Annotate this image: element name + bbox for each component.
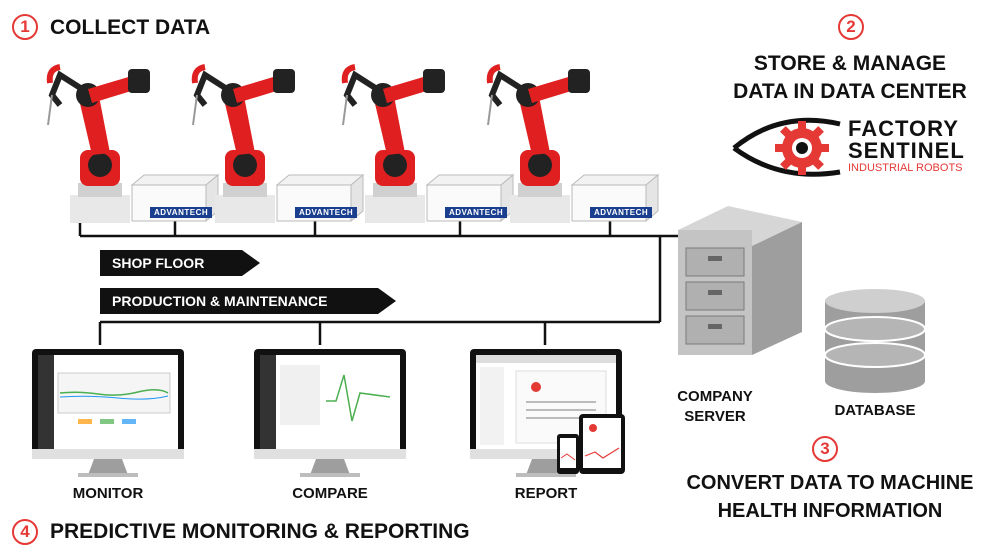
robot-station-3: [335, 55, 515, 225]
step-3-title-line1: CONVERT DATA TO MACHINE: [686, 472, 974, 494]
step-3-number: 3: [812, 436, 838, 462]
step-1-title: COLLECT DATA: [50, 16, 211, 39]
logo-line2: SENTINEL: [848, 138, 965, 163]
database-icon: [824, 289, 926, 393]
logo-line3: INDUSTRIAL ROBOTS: [848, 162, 963, 174]
monitor-caption: MONITOR: [72, 485, 144, 502]
advantech-label: ADVANTECH: [590, 207, 653, 218]
compare-screen: [250, 345, 410, 480]
server-icon: [678, 206, 802, 355]
advantech-label: ADVANTECH: [150, 207, 213, 218]
step-2-title-line1: STORE & MANAGE: [753, 52, 947, 75]
eye-gear-icon: [732, 117, 841, 177]
step-4-number: 4: [12, 519, 38, 545]
desktop-monitor-icon: [254, 349, 406, 477]
logo-line1: FACTORY: [848, 116, 959, 141]
report-caption: REPORT: [514, 485, 578, 502]
robot-arm-icon: [341, 64, 445, 223]
database-caption: DATABASE: [834, 402, 916, 419]
server-caption-line2: SERVER: [684, 408, 746, 425]
advantech-label: ADVANTECH: [295, 207, 358, 218]
production-banner: PRODUCTION & MAINTENANCE: [100, 288, 396, 314]
step-2-title-line2: DATA IN DATA CENTER: [733, 80, 967, 103]
robot-station-4: [480, 55, 660, 225]
tablet-phone-icon: [557, 414, 625, 474]
step-2-number: 2: [838, 14, 864, 40]
robot-arm-icon: [191, 64, 295, 223]
monitor-screen: [28, 345, 188, 480]
shop-floor-banner: SHOP FLOOR: [100, 250, 260, 276]
step-3-title-line2: HEALTH INFORMATION: [717, 500, 943, 522]
mobile-devices: [555, 412, 627, 477]
step-1-number: 1: [12, 14, 38, 40]
advantech-label: ADVANTECH: [445, 207, 508, 218]
robot-arm-icon: [486, 64, 590, 223]
robot-arm-icon: [46, 64, 150, 223]
robot-station-2: [185, 55, 365, 225]
compare-caption: COMPARE: [292, 485, 368, 502]
step-4-title: PREDICTIVE MONITORING & REPORTING: [50, 520, 470, 543]
server-caption-line1: COMPANY: [677, 388, 753, 405]
advantech-gateway-icon: [570, 173, 660, 223]
factory-sentinel-logo: FACTORY SENTINEL INDUSTRIAL ROBOTS: [730, 110, 970, 180]
desktop-monitor-icon: [32, 349, 184, 477]
